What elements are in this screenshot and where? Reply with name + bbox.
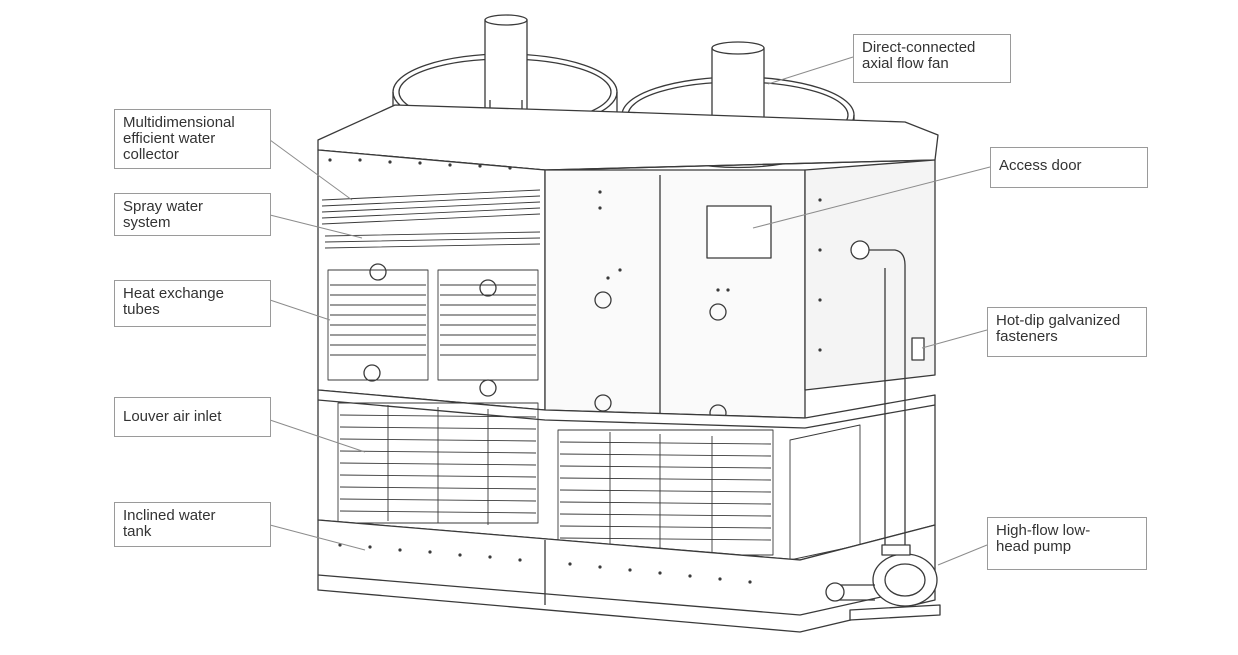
- label-water-tank: Inclined water tank: [114, 502, 271, 547]
- pump-body: [872, 553, 938, 607]
- label-spray-system: Spray water system: [114, 193, 271, 236]
- leader-lines: [269, 56, 991, 566]
- label-pump: High-flow low- head pump: [987, 517, 1147, 570]
- label-fasteners: Hot-dip galvanized fasteners: [987, 307, 1147, 357]
- label-louver-inlet: Louver air inlet: [114, 397, 271, 437]
- label-access-door: Access door: [990, 147, 1148, 188]
- label-heat-tubes: Heat exchange tubes: [114, 280, 271, 327]
- louver-panels: [337, 402, 861, 561]
- label-axial-fan: Direct-connected axial flow fan: [853, 34, 1011, 83]
- label-water-collector: Multidimensional efficient water collect…: [114, 109, 271, 169]
- access-door-panel: [706, 205, 772, 259]
